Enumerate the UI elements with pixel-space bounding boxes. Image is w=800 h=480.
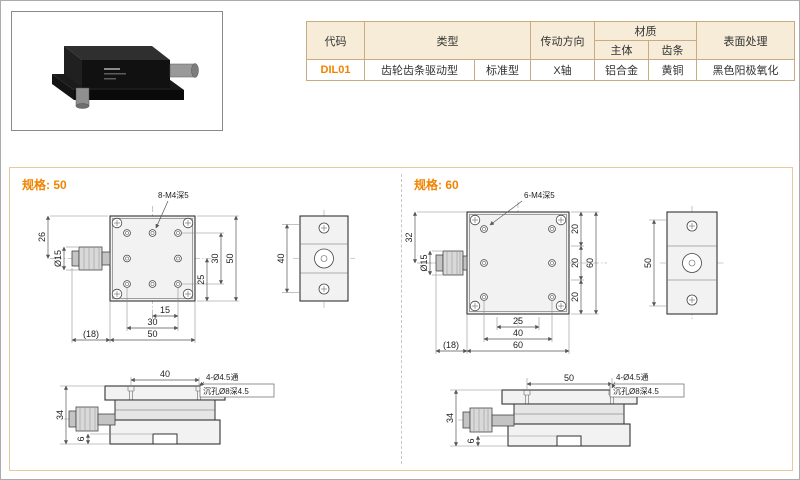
micrometer-knob-front: [75, 87, 90, 109]
cell-code: DIL01: [306, 59, 365, 81]
dim-20b: 20: [570, 258, 580, 268]
hole-note: 4-Ø4.5通: [206, 372, 238, 382]
dim-total-height: 34: [55, 410, 65, 420]
spec50-section-view: 40 4-Ø4.5通 沉孔Ø8深4.5 34 6: [55, 369, 275, 445]
spec-60-drawing: 6-M4深5 32 Ø15: [404, 191, 724, 447]
spec-50-section: 规格: 50: [10, 168, 402, 470]
thread-note-label: 6-M4深5: [524, 191, 555, 200]
section-divider: [401, 174, 402, 464]
corner-screws: [469, 214, 567, 312]
dim-section-40: 40: [160, 369, 170, 379]
dim-knob-dia: Ø15: [419, 254, 429, 271]
m4-holes: [123, 229, 182, 288]
spec60-plan-view: 6-M4深5 32 Ø15: [404, 191, 607, 354]
dim-15: 15: [160, 305, 170, 315]
dim-total-height: 34: [445, 413, 455, 423]
product-photo: [52, 46, 199, 109]
dim-60: 60: [585, 258, 595, 268]
cbore-note: 沉孔Ø8深4.5: [203, 387, 249, 396]
hole-callout: 4-Ø4.5通 沉孔Ø8深4.5: [199, 372, 275, 398]
dim-25: 25: [513, 316, 523, 326]
dim-20a: 20: [570, 224, 580, 234]
spec60-section-view: 50 4-Ø4.5通 沉孔Ø8深4.5 34 6: [445, 372, 685, 447]
dim-side-40: 40: [276, 253, 286, 263]
drive-knob-front: [68, 406, 116, 432]
header-material-rack: 齿条: [648, 40, 697, 60]
dim-30b: 30: [147, 317, 157, 327]
dim-50b: 50: [147, 329, 157, 339]
drive-knob: [435, 250, 468, 276]
dim-section-50: 50: [564, 373, 574, 383]
dim-knob-dia: Ø15: [53, 250, 63, 267]
spec60-side-view: 50: [643, 206, 724, 320]
thread-note: 6-M4深5: [489, 191, 555, 226]
header-surface: 表面处理: [696, 21, 795, 60]
cbore-note: 沉孔Ø8深4.5: [613, 387, 659, 396]
spec-50-drawing: 8-M4深5 26 Ø15: [37, 191, 355, 445]
hole-note: 4-Ø4.5通: [616, 372, 648, 382]
drive-knob: [71, 246, 111, 271]
thread-note: 8-M4深5: [155, 191, 189, 229]
drawings-panel: 规格: 50: [9, 167, 793, 471]
dim-base-height: 6: [466, 438, 476, 443]
spec-60-section: 规格: 60: [402, 168, 794, 470]
dim-40: 40: [513, 328, 523, 338]
header-type: 类型: [364, 21, 531, 60]
header-material-body: 主体: [594, 40, 649, 60]
dim-base-height: 6: [76, 436, 86, 441]
spec-60-label: 规格: 60: [414, 178, 459, 192]
dim-60b: 60: [513, 340, 523, 350]
header-direction: 传动方向: [530, 21, 595, 60]
m4-holes: [480, 225, 556, 301]
hole-callout: 4-Ø4.5通 沉孔Ø8深4.5: [609, 372, 685, 398]
cell-type-standard: 标准型: [474, 59, 531, 81]
cell-type-drive: 齿轮齿条驱动型: [364, 59, 475, 81]
drive-knob-front: [462, 407, 515, 433]
dim-25: 25: [196, 275, 206, 285]
thread-note-label: 8-M4深5: [158, 191, 189, 200]
dim-knob-len: (18): [443, 340, 459, 350]
product-photo-box: [11, 11, 223, 131]
dim-32: 32: [404, 232, 414, 242]
dim-26: 26: [37, 232, 47, 242]
dim-30: 30: [210, 253, 220, 263]
dim-20c: 20: [570, 292, 580, 302]
cell-surface: 黑色阳极氧化: [696, 59, 795, 81]
cell-direction: X轴: [530, 59, 595, 81]
header-code: 代码: [306, 21, 365, 60]
dim-50: 50: [225, 253, 235, 263]
spec50-plan-view: 8-M4深5 26 Ø15: [37, 191, 239, 343]
spec50-side-view: 40: [276, 210, 355, 308]
header-material: 材质: [594, 21, 697, 41]
product-spec-table: 代码 类型 传动方向 材质 表面处理 主体 齿条 DIL01 齿轮齿条驱动型 标…: [306, 21, 795, 81]
dim-side-50: 50: [643, 258, 653, 268]
table-row: DIL01 齿轮齿条驱动型 标准型 X轴 铝合金 黄铜 黑色阳极氧化: [306, 59, 795, 81]
corner-screws: [111, 217, 194, 300]
spec-50-label: 规格: 50: [22, 178, 67, 192]
micrometer-knob-right: [169, 63, 199, 78]
cell-material-rack: 黄铜: [648, 59, 697, 81]
dim-knob-len: (18): [83, 329, 99, 339]
cell-material-body: 铝合金: [594, 59, 649, 81]
